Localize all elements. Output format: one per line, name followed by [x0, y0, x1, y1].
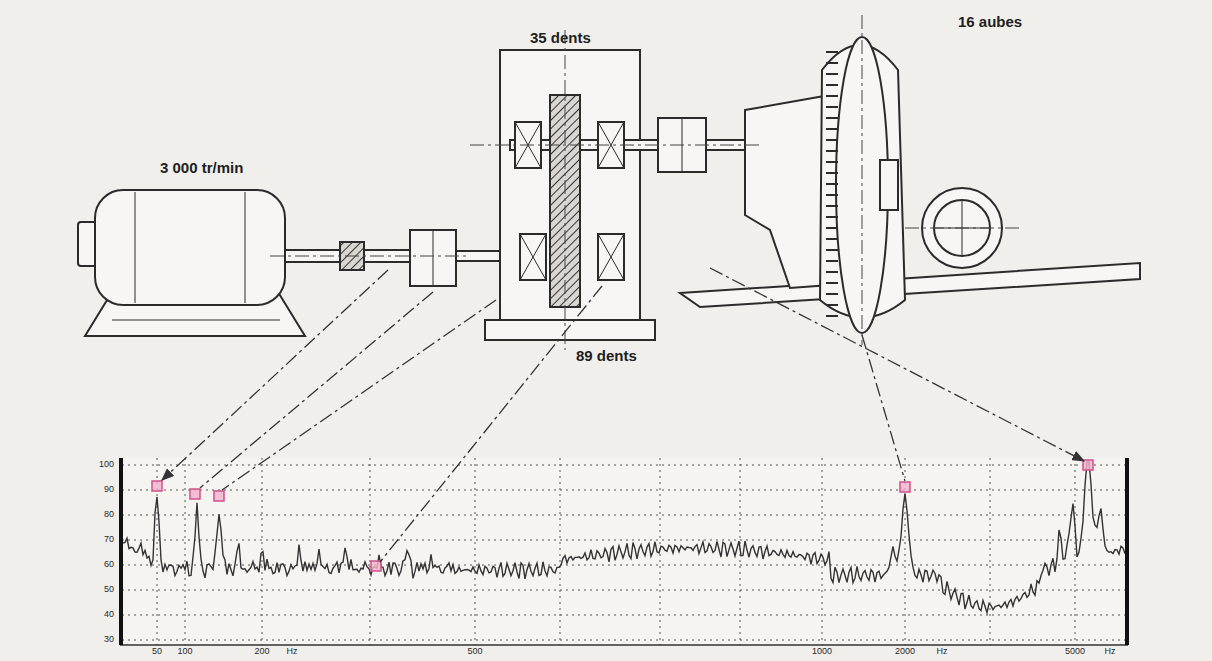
x-axis-tick-label: 100	[177, 647, 192, 657]
x-axis-tick-label: Hz	[287, 647, 298, 657]
x-axis-tick-label: Hz	[937, 647, 948, 657]
gearbox	[485, 50, 710, 340]
part-annotation: 89 dents	[576, 348, 637, 365]
y-axis-tick-label: 60	[104, 560, 114, 570]
x-axis-tick-label: 500	[467, 647, 482, 657]
y-axis-tick-label: 40	[104, 610, 114, 620]
center-line	[270, 15, 1020, 350]
peak-marker	[152, 481, 162, 491]
leader-line	[162, 268, 1084, 562]
peak-marker	[371, 561, 381, 571]
y-axis-tick-label: 80	[104, 510, 114, 520]
x-axis-tick-label: 5000	[1065, 647, 1085, 657]
x-axis-tick-label: 2000	[895, 647, 915, 657]
peak-marker	[1083, 460, 1093, 470]
x-axis-tick-label: Hz	[1105, 647, 1116, 657]
peak-marker	[190, 489, 200, 499]
y-axis-tick-label: 70	[104, 535, 114, 545]
x-axis-tick-label: 50	[152, 647, 162, 657]
x-axis-tick-label: 1000	[812, 647, 832, 657]
y-axis-tick-label: 30	[104, 635, 114, 645]
peak-marker	[214, 491, 224, 501]
peak-marker	[900, 482, 910, 492]
y-axis-tick-label: 50	[104, 585, 114, 595]
part-annotation: 16 aubes	[958, 14, 1022, 31]
motor	[78, 190, 305, 336]
y-axis-tick-label: 100	[99, 460, 114, 470]
part-annotation: 35 dents	[530, 30, 591, 47]
part-annotation: 3 000 tr/min	[160, 160, 243, 177]
x-axis-tick-label: 200	[254, 647, 269, 657]
y-axis-tick-label: 90	[104, 485, 114, 495]
spectrum-chart	[120, 458, 1128, 645]
